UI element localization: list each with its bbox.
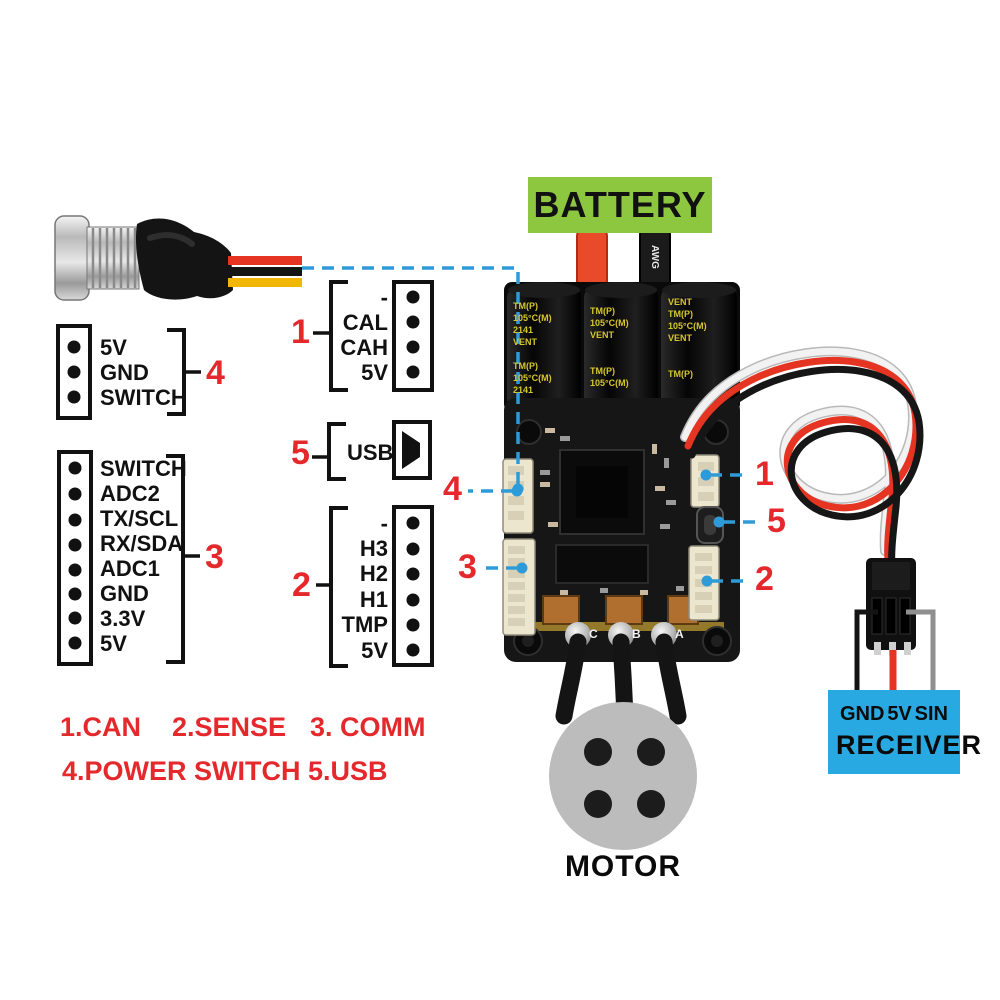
can-number: 1: [291, 313, 310, 351]
power-switch-number: 4: [206, 354, 225, 392]
can-pin-labels: - CAL CAH 5V: [340, 284, 388, 385]
battery-wire-marking: AWG: [649, 245, 660, 269]
phase-label-a: A: [675, 627, 684, 641]
switch-wire-black: [228, 267, 302, 276]
legend-usb: 5.USB: [308, 756, 388, 786]
mcu-chip: [555, 449, 649, 584]
capacitor-marking: TM(P): [668, 369, 693, 379]
legend-comm: 3. COMM: [310, 712, 426, 742]
receiver-cable: [680, 346, 924, 573]
capacitor-marking: TM(P) 105°C(M): [590, 366, 629, 388]
legend-sense: 2.SENSE: [172, 712, 287, 742]
board-callout-5: 5: [767, 502, 786, 540]
capacitor-marking: TM(P) 105°C(M) VENT: [590, 306, 629, 340]
receiver-pin-sin: SIN: [914, 703, 948, 725]
legend-power-switch: 4.POWER SWITCH: [62, 756, 301, 786]
board-callout-1: 1: [755, 455, 774, 493]
capacitors: [507, 282, 737, 410]
capacitor-marking: TM(P) 105°C(M) 2141 VENT: [513, 301, 552, 347]
board-callout-2: 2: [755, 560, 774, 598]
board-callout-4: 4: [443, 470, 462, 508]
legend-can: 1.CAN: [60, 712, 142, 742]
phase-label-c: C: [589, 627, 598, 641]
usb-number: 5: [291, 434, 310, 472]
battery-label: BATTERY: [528, 177, 712, 233]
board-callout-3: 3: [458, 548, 477, 586]
capacitor-marking: VENT TM(P) 105°C(M) VENT: [668, 297, 707, 343]
phase-label-b: B: [632, 627, 641, 641]
comm-number: 3: [205, 538, 224, 576]
pointer-lines: [302, 266, 762, 583]
servo-connector: [866, 558, 916, 655]
capacitor-marking: TM(P) 105°C(M) 2141: [513, 361, 552, 395]
comm-pin-labels: SWITCH ADC2 TX/SCL RX/SDA ADC1 GND 3.3V …: [100, 455, 187, 656]
usb-label: USB: [347, 440, 394, 465]
receiver-pin-5v: 5V: [887, 703, 912, 725]
push-button-switch: [54, 215, 233, 301]
smd-components: [540, 428, 684, 595]
motor: [549, 702, 697, 850]
esc-board: [502, 282, 740, 662]
switch-wire-yellow: [228, 278, 302, 287]
pinout-graphics: [56, 280, 434, 668]
receiver-pin-leads: [854, 609, 936, 694]
switch-wires: [228, 256, 302, 287]
switch-wire-red: [228, 256, 302, 265]
switch-to-board-line: [302, 266, 520, 484]
receiver-pin-gnd: GND: [840, 703, 885, 725]
switch-boot: [135, 218, 233, 300]
sense-number: 2: [292, 566, 311, 604]
receiver-wire-black: [688, 366, 924, 573]
usb-plug-icon: [402, 431, 420, 469]
pointer-dots: [511, 469, 725, 587]
receiver-pin-labels: GND 5V SIN: [836, 703, 952, 726]
inductors: [542, 595, 699, 625]
receiver-label-box: GND 5V SIN RECEIVER: [828, 690, 983, 774]
power-switch-pin-labels: 5V GND SWITCH: [100, 334, 187, 410]
receiver-label: RECEIVER: [836, 730, 983, 760]
motor-label: MOTOR: [564, 850, 682, 883]
sense-pin-labels: - H3 H2 H1 TMP 5V: [341, 510, 388, 663]
